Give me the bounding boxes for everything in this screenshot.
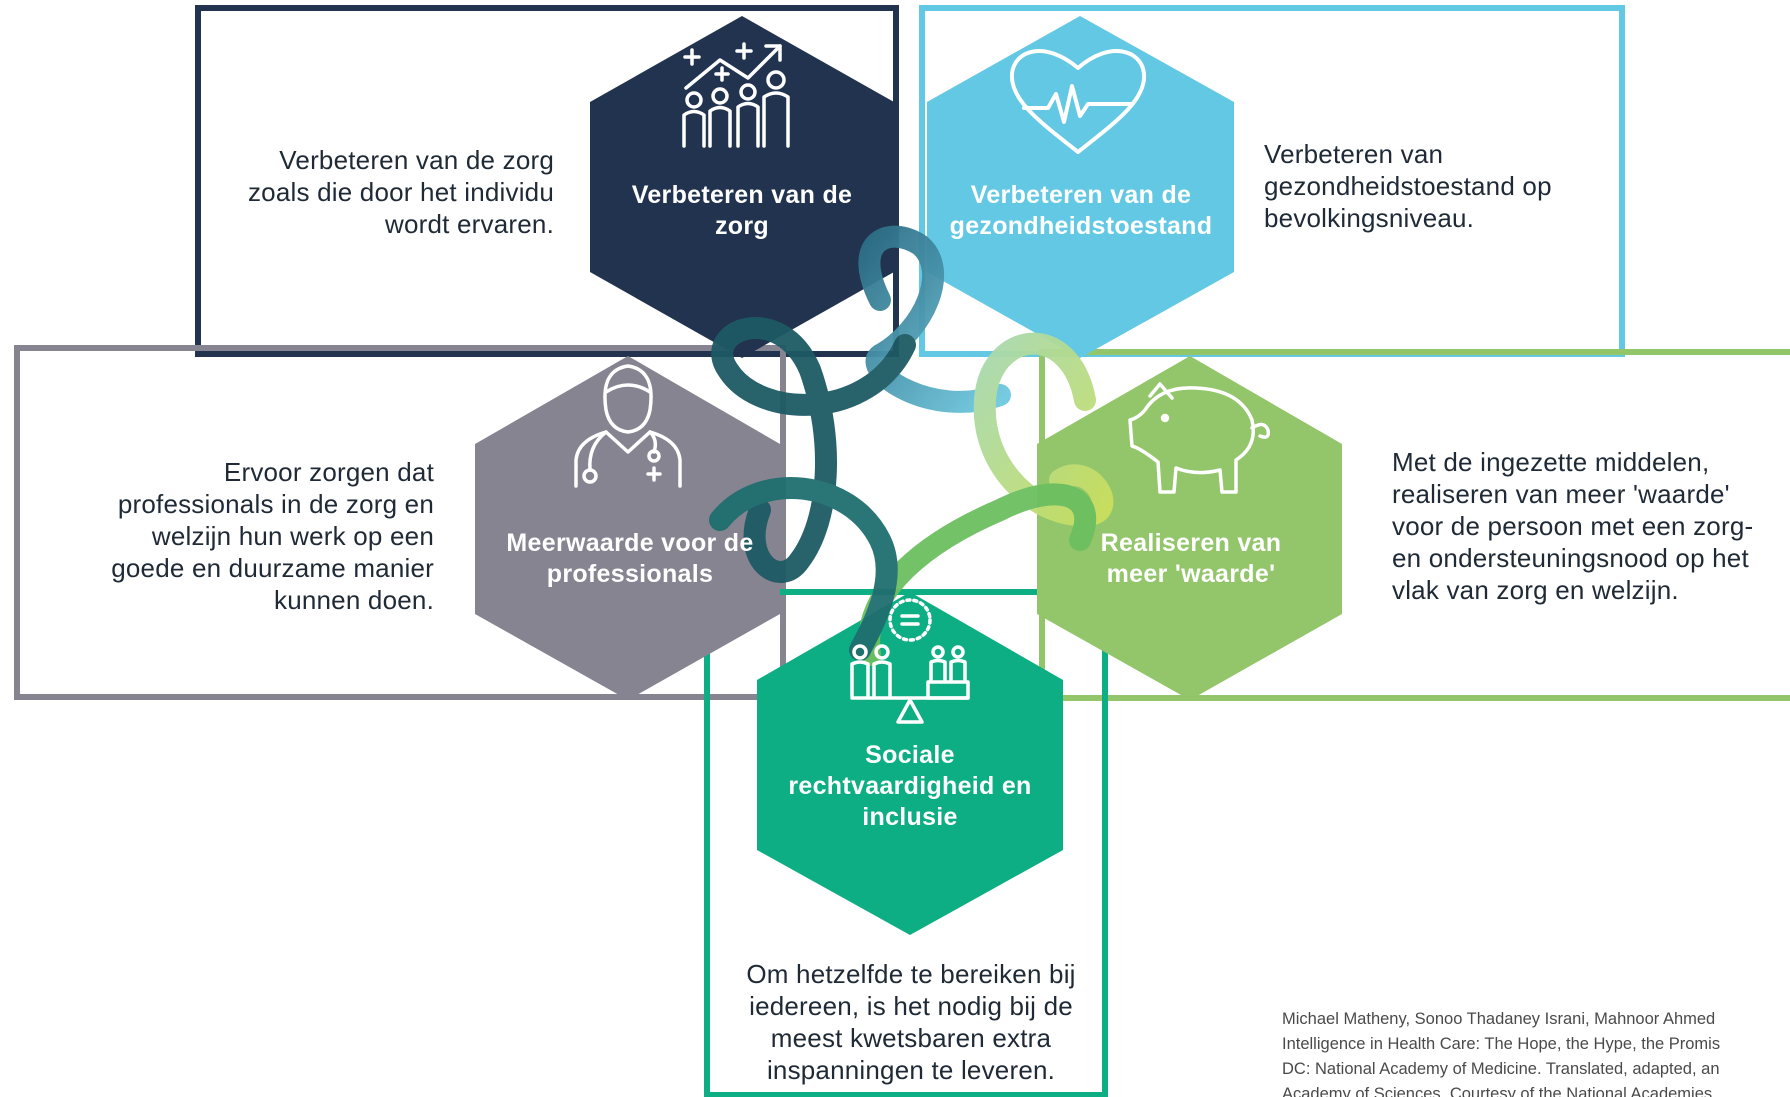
piggy-bank-icon (1128, 382, 1271, 494)
hexagon-professionals (475, 356, 780, 700)
hexagon-title-waarde: Realiseren van meer 'waarde' (1100, 529, 1282, 588)
knot-band-green (973, 332, 1114, 527)
hexagon-zorg (590, 16, 894, 358)
hexagon-title-sociale: Sociale rechtvaardigheid en inclusie (788, 741, 1032, 831)
description-zorg: Verbeteren van de zorg zoals die door he… (247, 145, 554, 239)
frame-zorg (195, 5, 899, 357)
hexagon-title-zorg: Verbeteren van de zorg (631, 181, 853, 240)
knot-band-navy (711, 317, 916, 583)
description-gezondheid: Verbeteren van gezondheidstoestand op be… (1264, 139, 1552, 233)
citation-text: Michael Matheny, Sonoo Thadaney Israni, … (1282, 1010, 1721, 1097)
doctor-icon (574, 364, 682, 488)
hexagon-waarde (1037, 356, 1342, 700)
hexagon-title-professionals: Meerwaarde voor de professionals (506, 529, 754, 588)
equity-balance-icon (850, 598, 970, 724)
knot-band-dark-teal (709, 477, 898, 661)
hexagon-sociale (757, 592, 1063, 935)
knot-bands (709, 225, 1114, 666)
knot-band-blue (858, 225, 1011, 413)
description-sociale: Om hetzelfde te bereiken bij iedereen, i… (746, 959, 1076, 1085)
frame-sociale (704, 589, 1108, 1097)
description-professionals: Ervoor zorgen dat professionals in de zo… (111, 457, 434, 615)
frame-professionals (14, 345, 786, 700)
description-waarde: Met de ingezette middelen, realiseren va… (1392, 447, 1754, 605)
hexagon-title-gezondheid: Verbeteren van de gezondheidstoestand (949, 181, 1213, 240)
heart-pulse-icon (1009, 49, 1147, 154)
hexagon-gezondheid (927, 16, 1234, 358)
population-growth-icon (682, 42, 790, 148)
